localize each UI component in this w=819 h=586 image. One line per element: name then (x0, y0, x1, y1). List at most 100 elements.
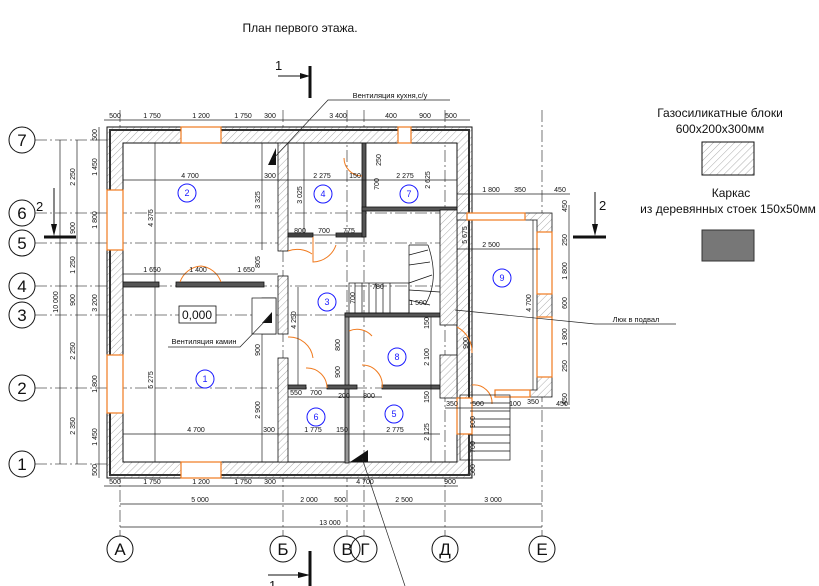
axis-label: Г (360, 540, 369, 559)
dim-label: 450 (556, 401, 568, 408)
legend-gas-blocks-title: Газосиликатные блоки (657, 106, 783, 120)
dim-label: 800 (335, 339, 342, 351)
level-mark (178, 305, 217, 324)
dim-label: 800 (363, 393, 375, 400)
vent-fireplace-shaft (262, 312, 272, 323)
dim-label: 1 250 (70, 256, 77, 274)
dim-label: 250 (376, 154, 383, 166)
vent-bath-shaft (350, 450, 368, 462)
axis-label: 3 (17, 306, 26, 325)
dim-label: 900 (70, 222, 77, 234)
section-label: 1 (275, 58, 282, 73)
dim-label: 4 250 (291, 311, 298, 329)
dim-label: 4 700 (526, 294, 533, 312)
dim-label: 500 (109, 113, 121, 120)
exterior-stair (459, 394, 511, 461)
dim-label: 2 000 (300, 497, 318, 504)
dim-label: 900 (444, 479, 456, 486)
dim-label: 1 450 (92, 158, 99, 176)
legend-frame-swatch (701, 229, 755, 262)
windows (106, 126, 553, 479)
dim-annex: 1 800 350 450 450 5 675 2 500 250 1 800 … (445, 187, 570, 476)
room-number: 3 (324, 297, 329, 307)
dim-label: 900 (255, 344, 262, 356)
dim-label: 1 750 (234, 113, 252, 120)
dim-label: 1 650 (237, 267, 255, 274)
dim-label: 450 (554, 187, 566, 194)
dim-label: 1 750 (234, 479, 252, 486)
dim-label: 450 (562, 393, 569, 405)
section-label: 1 (269, 578, 276, 586)
room-number: 7 (406, 189, 411, 199)
vent-kitchen-label: Вентиляция кухня,с/у (353, 91, 428, 100)
axis-label: Д (439, 540, 451, 559)
dim-label: 900 (70, 294, 77, 306)
dim-label: 200 (338, 393, 350, 400)
dim-label: 300 (264, 479, 276, 486)
dim-interior: 4 700 300 2 275 150 2 275 4 375 3 325 3 … (123, 143, 457, 462)
dim-label: 1 500 (409, 300, 427, 307)
dim-label: 2 775 (386, 427, 404, 434)
dim-label: 1 775 (304, 427, 322, 434)
dim-label: 500 (472, 401, 484, 408)
dim-label: 250 (562, 360, 569, 372)
dim-label: 350 (527, 399, 539, 406)
dim-label: 1 400 (189, 267, 207, 274)
dim-label: 4 700 (187, 427, 205, 434)
dim-label: 500 (92, 464, 99, 476)
dim-label: 1 800 (482, 187, 500, 194)
dim-label: 500 (334, 497, 346, 504)
dim-label: 775 (343, 228, 355, 235)
dim-label: 805 (255, 256, 262, 268)
interior-walls (122, 142, 458, 464)
dim-label: 900 (470, 416, 477, 428)
dim-label: 3 400 (329, 113, 347, 120)
dim-label: 900 (419, 113, 431, 120)
axis-label: 4 (17, 277, 26, 296)
dim-label: 1 800 (562, 262, 569, 280)
column-axis-markers: А Б В Г Д Е (106, 535, 556, 563)
fireplace (251, 297, 277, 335)
dim-label: 500 (92, 129, 99, 141)
dim-label: 5 000 (191, 497, 209, 504)
dim-label: 300 (264, 173, 276, 180)
dim-chain-left: 10 000 2 250 900 1 250 900 2 250 2 350 5… (53, 127, 100, 478)
interior-stair (348, 244, 441, 314)
section-marker-2-left: 2 (36, 188, 76, 239)
dim-label: 300 (264, 113, 276, 120)
axis-label: 1 (17, 455, 26, 474)
dim-label: 4 700 (356, 479, 374, 486)
dim-label: 1 800 (562, 328, 569, 346)
axis-label: В (341, 540, 352, 559)
section-marker-2-right: 2 (573, 192, 606, 239)
room-number: 4 (320, 189, 325, 199)
dim-label: 150 (336, 427, 348, 434)
dim-label: 2 500 (395, 497, 413, 504)
level-value: 0,000 (182, 308, 212, 322)
dim-label: 2 900 (255, 401, 262, 419)
annotations: Вентиляция кухня,с/у Вентиляция камин Лю… (168, 91, 676, 586)
dim-label: 300 (263, 427, 275, 434)
dim-label: 1 800 (92, 211, 99, 229)
dim-label: 1 750 (143, 479, 161, 486)
dim-label: 2 275 (313, 173, 331, 180)
dim-label: 3 000 (484, 497, 502, 504)
dim-label: 1 650 (143, 267, 161, 274)
dim-label: 700 (310, 390, 322, 397)
dim-label: 1 200 (192, 479, 210, 486)
section-label: 2 (599, 198, 606, 213)
dim-label: 150 (349, 173, 361, 180)
dim-label: 900 (335, 366, 342, 378)
room-number: 5 (391, 409, 396, 419)
axis-label: А (114, 540, 126, 559)
dim-label: 150 (424, 317, 431, 329)
basement-hatch-label: Люк в подвал (613, 315, 660, 324)
dim-label: 500 (109, 479, 121, 486)
legend-gas-blocks-size: 600x200x300мм (676, 122, 765, 136)
section-marker-1-top: 1 (275, 58, 312, 98)
dim-label: 2 275 (396, 173, 414, 180)
room-number: 9 (499, 273, 504, 283)
dim-label: 4 375 (148, 209, 155, 227)
dim-label: 2 100 (424, 348, 431, 366)
